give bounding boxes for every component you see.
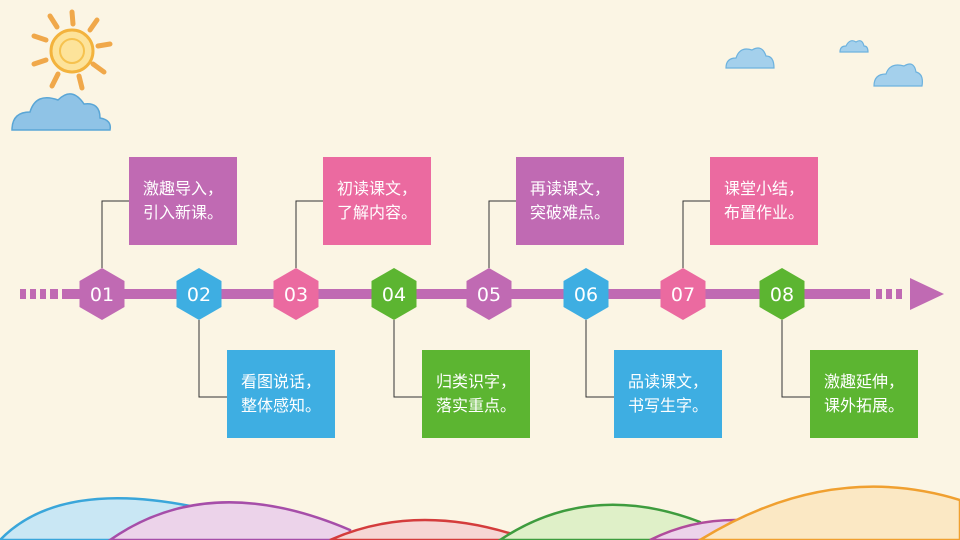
hexagon-shape — [273, 268, 319, 320]
connector-line — [198, 320, 227, 398]
step-marker: 02 — [176, 268, 222, 320]
step-number: 03 — [284, 284, 308, 306]
connector-line — [295, 200, 323, 268]
step-marker: 08 — [759, 268, 805, 320]
hexagon-shape — [563, 268, 609, 320]
step-marker: 05 — [466, 268, 512, 320]
step-box: 激趣延伸， 课外拓展。 — [810, 350, 918, 438]
hexagon-shape — [660, 268, 706, 320]
hexagon-shape — [466, 268, 512, 320]
step-box: 归类识字， 落实重点。 — [422, 350, 530, 438]
timeline-dash — [896, 289, 902, 299]
connector-line — [781, 320, 810, 398]
step-text: 看图说话， 整体感知。 — [240, 372, 321, 415]
step-text: 再读课文， 突破难点。 — [529, 179, 610, 222]
step-marker: 03 — [273, 268, 319, 320]
step-text: 品读课文， 书写生字。 — [627, 372, 708, 415]
step-box: 课堂小结， 布置作业。 — [710, 157, 818, 245]
step-text: 初读课文， 了解内容。 — [336, 179, 417, 222]
sun-icon — [31, 9, 113, 91]
step-box: 再读课文， 突破难点。 — [516, 157, 624, 245]
timeline-arrowhead — [910, 278, 944, 310]
cloud-icon — [725, 40, 923, 87]
step-number: 02 — [187, 284, 211, 306]
timeline-dash — [40, 289, 46, 299]
step-text: 归类识字， 落实重点。 — [435, 372, 516, 415]
step-box: 初读课文， 了解内容。 — [323, 157, 431, 245]
hexagon-shape — [79, 268, 125, 320]
step-text: 激趣延伸， 课外拓展。 — [823, 372, 904, 415]
timeline-dash — [20, 289, 26, 299]
step-number: 07 — [671, 284, 695, 306]
step-box: 看图说话， 整体感知。 — [227, 350, 335, 438]
step-number: 04 — [382, 284, 406, 306]
connector-line — [393, 320, 422, 398]
timeline-bar — [62, 289, 870, 299]
step-number: 06 — [574, 284, 598, 306]
connector-line — [488, 200, 516, 268]
step-marker: 04 — [371, 268, 417, 320]
timeline-dash — [886, 289, 892, 299]
decorative-hills — [0, 485, 960, 540]
timeline-dash — [30, 289, 36, 299]
step-box: 激趣导入， 引入新课。 — [129, 157, 237, 245]
hexagon-shape — [371, 268, 417, 320]
hexagon-shape — [176, 268, 222, 320]
cloud-icon — [11, 93, 112, 131]
step-marker: 07 — [660, 268, 706, 320]
step-marker: 01 — [79, 268, 125, 320]
timeline-dash — [50, 289, 58, 299]
timeline-dash — [876, 289, 882, 299]
step-text: 激趣导入， 引入新课。 — [142, 179, 223, 222]
step-text: 课堂小结， 布置作业。 — [723, 179, 804, 222]
connector-line — [585, 320, 614, 398]
step-marker: 06 — [563, 268, 609, 320]
step-number: 01 — [90, 284, 114, 306]
hexagon-shape — [759, 268, 805, 320]
step-number: 08 — [770, 284, 794, 306]
connector-line — [101, 200, 129, 268]
step-number: 05 — [477, 284, 501, 306]
connector-line — [682, 200, 710, 268]
step-box: 品读课文， 书写生字。 — [614, 350, 722, 438]
